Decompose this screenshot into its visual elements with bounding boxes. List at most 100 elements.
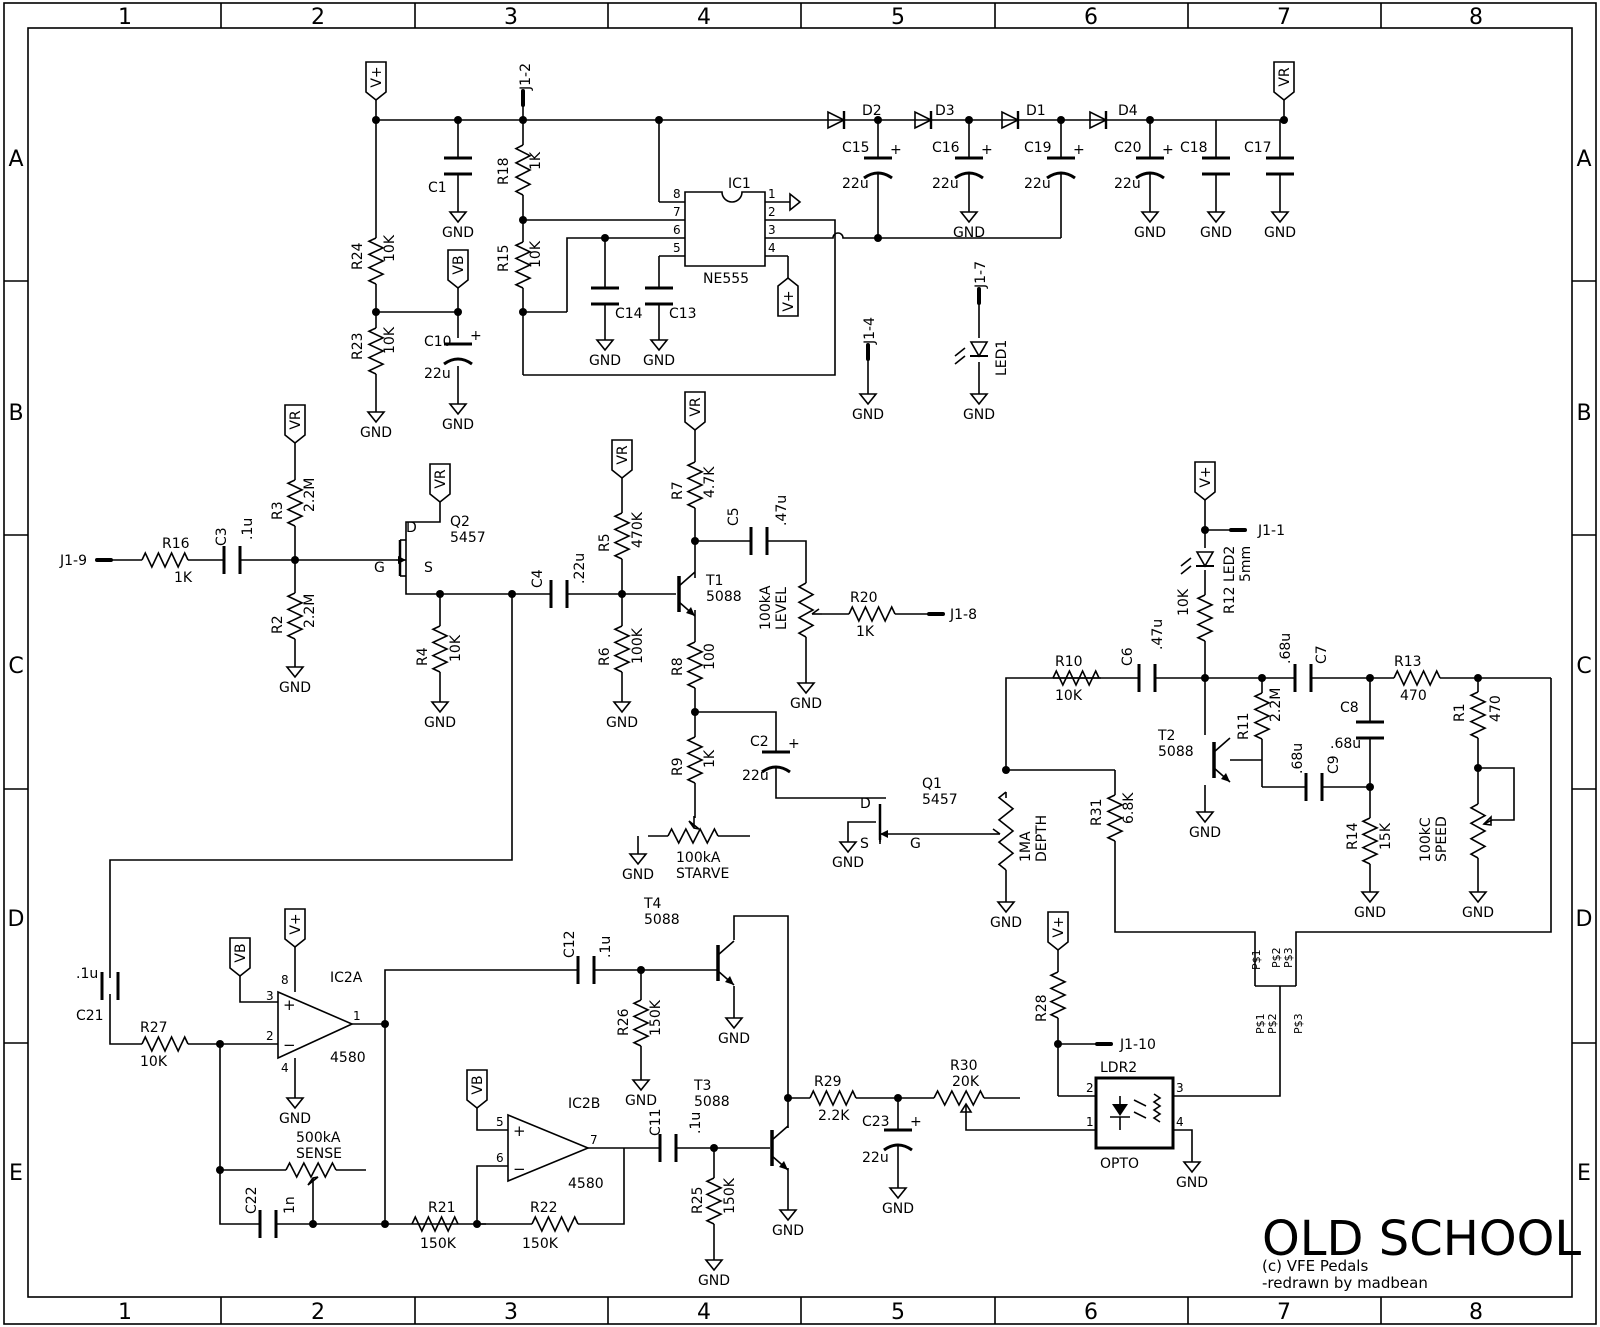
c15-ref: C15 [842, 140, 870, 156]
gnd-symbol: GND [953, 211, 985, 241]
r11-ref: R11 [1236, 712, 1252, 740]
t1-value: 5088 [706, 589, 742, 605]
ic2a-pin-4: 4 [281, 1061, 289, 1075]
pad-p2-b: P$2 [1266, 1013, 1279, 1034]
gnd-symbol: GND [424, 701, 456, 731]
j1_8-label: J1-8 [949, 607, 977, 623]
resistor-r21: R21 150K [411, 1200, 459, 1252]
zone-col-3-bottom: 3 [504, 1300, 518, 1325]
r11-value: 2.2M [1268, 688, 1284, 722]
ic1-pin-1: 1 [768, 187, 776, 201]
rail-vb: VB [466, 1069, 488, 1110]
rail-vplus-label-4: V+ [1051, 916, 1067, 937]
r5-ref: R5 [597, 533, 613, 552]
r20-ref: R20 [850, 590, 878, 606]
ic1-value: NE555 [703, 271, 749, 287]
r13-value: 470 [1400, 688, 1427, 704]
fet-pin-1: G [374, 560, 385, 576]
rail-vr-label-4: VR [615, 445, 631, 465]
c22-ref: C22 [244, 1186, 260, 1214]
d2-ref: D2 [862, 103, 882, 119]
gnd-label-15: GND [622, 867, 654, 883]
zone-col-5-bottom: 5 [891, 1300, 905, 1325]
c3-value: .1u [240, 518, 256, 540]
gnd-symbol: GND [279, 666, 311, 696]
r21-ref: R21 [428, 1200, 456, 1216]
ic1-pin-8: 8 [673, 187, 681, 201]
zone-row-b-right: B [1576, 401, 1591, 426]
r14-value: 15K [1378, 822, 1394, 850]
gnd-symbol: GND [882, 1187, 914, 1217]
gnd-symbol: GND [718, 1017, 750, 1047]
r21-value: 150K [420, 1236, 457, 1252]
ic2a-pin-3: 3 [266, 989, 274, 1003]
r12-ref: R12 [1222, 586, 1238, 614]
zone-row-e: E [9, 1161, 23, 1186]
r31-value: 6.8K [1121, 792, 1137, 824]
gnd-label-20: GND [1462, 905, 1494, 921]
gnd-symbol: GND [442, 403, 474, 433]
gnd-label-16: GND [832, 855, 864, 871]
rail-vr-label-3: VR [433, 469, 449, 489]
c15-value: 22u [842, 176, 869, 192]
gnd-symbol: GND [990, 901, 1022, 931]
ic1-pin-5: 5 [673, 241, 681, 255]
gnd-symbol: GND [698, 1259, 730, 1289]
r28-ref: R28 [1034, 994, 1050, 1022]
zone-row-c: C [8, 654, 23, 679]
gnd-symbol: GND [643, 339, 675, 369]
r18-ref: R18 [496, 157, 512, 185]
level-value: 100kA [758, 585, 774, 630]
r29-ref: R29 [814, 1074, 842, 1090]
gnd-symbol: GND [852, 393, 884, 423]
rail-vr: VR [429, 463, 451, 504]
c23-value: 22u [862, 1150, 889, 1166]
gnd-label-2: GND [442, 417, 474, 433]
depth-value: 1MA [1018, 831, 1034, 862]
pad-p3-a: P$3 [1282, 947, 1295, 968]
ldr2-ref: LDR2 [1100, 1060, 1137, 1076]
led2-value: 5mm [1238, 546, 1254, 582]
gnd-label-24: GND [698, 1273, 730, 1289]
zone-col-6-bottom: 6 [1084, 1300, 1098, 1325]
r8-value: 100 [702, 643, 718, 670]
ic1-pin-7: 7 [673, 205, 681, 219]
gnd-label-23: GND [718, 1031, 750, 1047]
connector-j1-1: J1-1 [1229, 523, 1285, 539]
c19-value: 22u [1024, 176, 1051, 192]
capacitor-c1: C1 [428, 156, 472, 196]
ldr2-pin-2: 2 [1086, 1081, 1094, 1095]
capacitor-c12: C12.1u [562, 930, 614, 984]
gnd-symbol: GND [1462, 891, 1494, 921]
connector-j1-9: J1-9 [59, 553, 113, 569]
r10-ref: R10 [1055, 654, 1083, 670]
capacitor-c18: C18 [1180, 140, 1230, 176]
r14-ref: R14 [1345, 822, 1361, 850]
zone-row-a-right: A [1576, 147, 1591, 172]
gnd-label-1: GND [360, 425, 392, 441]
r2-value: 2.2M [302, 594, 318, 628]
gnd-symbol: GND [790, 682, 822, 712]
ic2b-pin-7: 7 [590, 1133, 598, 1147]
zone-col-6: 6 [1084, 5, 1098, 30]
ic2a-minus: − [283, 1036, 296, 1054]
c10-value: 22u [424, 366, 451, 382]
r27-value: 10K [140, 1054, 168, 1070]
c9-value: .68u [1290, 743, 1306, 774]
